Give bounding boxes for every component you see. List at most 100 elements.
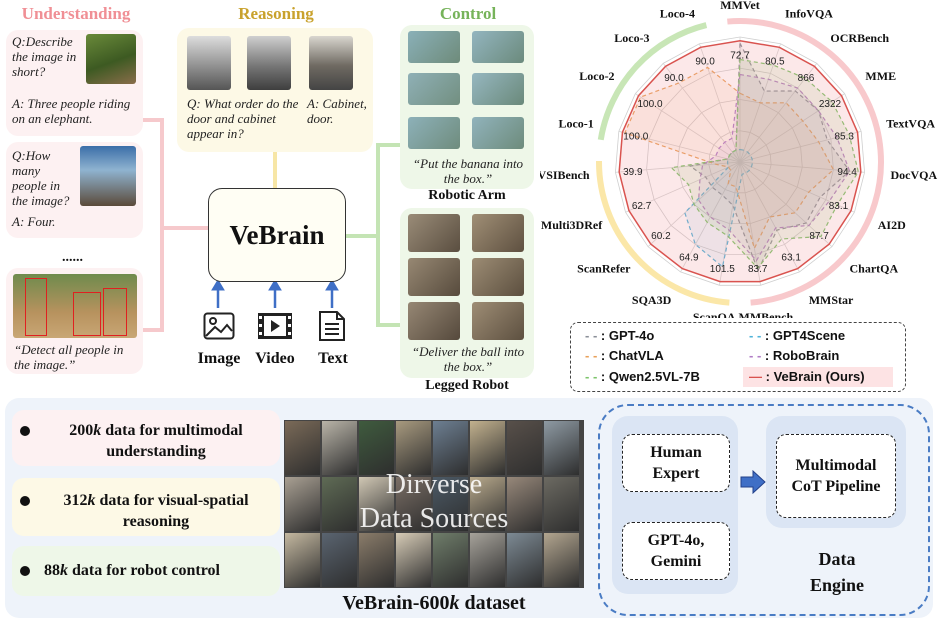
radar-series-baseline-5: [670, 58, 859, 269]
radar-spoke: [739, 130, 862, 163]
legged-frame: [472, 302, 524, 340]
radar-value-label: 90.0: [664, 73, 684, 84]
mosaic-tile: [544, 533, 579, 587]
radar-spoke: [680, 161, 741, 273]
data-engine-frame: [598, 404, 930, 616]
radar-axis-label: Multi3DRef: [541, 218, 603, 232]
legend-marker: - -: [585, 369, 598, 384]
radar-axis-label: VSIBench: [540, 168, 590, 182]
mosaic-tile: [322, 533, 357, 587]
radar-spoke: [739, 63, 818, 163]
radar-value-label: 100.0: [623, 132, 648, 143]
radar-axis-label: InfoVQA: [785, 7, 833, 21]
legend-label: : ChatVLA: [600, 348, 664, 363]
legend-marker: —: [749, 369, 762, 384]
radar-axis-label: AI2D: [878, 218, 906, 232]
radar-value-label: 60.2: [651, 231, 671, 242]
radar-axis-label: Loco-1: [558, 116, 593, 130]
gpt-gemini-box: GPT-4o, Gemini: [622, 522, 730, 580]
data-count: 312: [63, 492, 88, 509]
reasoning-arc: [596, 160, 730, 306]
arm-frame: [472, 117, 524, 149]
radar-axis-label: DocVQA: [890, 168, 937, 182]
caption-pre: VeBrain-600: [342, 592, 450, 614]
baseball-photo: [13, 274, 137, 338]
legend-marker: - -: [749, 328, 762, 343]
legend-item-chatvla: - - : ChatVLA: [585, 348, 664, 363]
radar-value-label: 87.7: [809, 231, 829, 242]
elephant-photo: [86, 34, 136, 84]
radar-grid-ring: [677, 99, 803, 225]
legend-label: : GPT4Scene: [764, 328, 846, 343]
vebrain-box: VeBrain: [208, 188, 346, 282]
legend-highlight: [743, 367, 893, 387]
radar-series-baseline-3: [624, 66, 835, 250]
bullet-text-understanding: 200k data for multimodal understanding: [36, 420, 276, 462]
radar-value-label: 39.9: [623, 167, 643, 178]
engine-label-text: Data Engine: [809, 549, 865, 595]
cot-pipeline-box: Multimodal CoT Pipeline: [776, 434, 896, 518]
detection-box: [73, 292, 101, 336]
mosaic-tile: [507, 421, 542, 475]
radar-value-label: 94.4: [837, 167, 857, 178]
radar-value-label: 62.7: [632, 201, 652, 212]
legend-item-gpt4scene: - - : GPT4Scene: [749, 328, 845, 343]
radar-axis-label: MMStar: [809, 293, 854, 307]
understanding-card-2: Q:How many people in the image? A: Four.: [6, 142, 143, 238]
text-document-icon: [319, 311, 345, 341]
answer-text: A: Three people riding on an elephant.: [12, 96, 131, 126]
mosaic-tile: [322, 477, 357, 531]
radar-chart: 72.7MMVet80.5InfoVQA866OCRBench2322MME85…: [540, 0, 937, 318]
radar-spoke: [635, 93, 741, 163]
overlay-line-1: Dirverse: [385, 469, 483, 500]
arrow-right-icon: [740, 470, 766, 494]
radar-value-label: 80.5: [765, 56, 785, 67]
control-arc: [597, 22, 708, 141]
legend-item-gpt4o: - - : GPT-4o: [585, 328, 654, 343]
bullet-text-control: 88k data for robot control: [36, 560, 284, 581]
legend-label: : GPT-4o: [600, 328, 655, 343]
mosaic-tile: [285, 533, 320, 587]
data-desc-2: reasoning: [122, 513, 190, 530]
radar-axis-label: MMVet: [720, 0, 760, 12]
question-text: Q:Describe the image in short?: [12, 34, 77, 79]
radar-value-label: 63.1: [781, 253, 801, 264]
bullet-dot: [20, 496, 30, 506]
arm-frame: [408, 73, 460, 105]
bullet-dot: [20, 566, 30, 576]
radar-value-label: 866: [798, 73, 815, 84]
legged-robot-card: “Deliver the ball into the box.”: [400, 208, 534, 378]
overlay-line-2: Data Sources: [359, 503, 509, 534]
radar-value-label: 85.3: [834, 132, 854, 143]
mosaic-tile: [470, 421, 505, 475]
room-photo-1: [187, 36, 231, 90]
detection-prompt: “Detect all people in the image.”: [14, 342, 124, 372]
legged-frame: [408, 258, 460, 296]
arm-frame: [408, 117, 460, 149]
radar-spoke: [739, 161, 800, 273]
arm-instruction: “Put the banana into the box.”: [412, 156, 524, 186]
radar-axis-label: Loco-4: [660, 7, 695, 21]
legend-label: : Qwen2.5VL-7B: [600, 369, 700, 384]
mosaic-tile: [544, 477, 579, 531]
mosaic-tile: [396, 533, 431, 587]
data-count: 88: [44, 562, 60, 579]
people-photo: [80, 146, 136, 206]
radar-spoke: [662, 63, 741, 163]
radar-axis-label: TextVQA: [886, 116, 935, 130]
robotic-arm-label: Robotic Arm: [428, 188, 506, 203]
radar-legend: - - : GPT-4o - - : GPT4Scene - - : ChatV…: [570, 322, 906, 392]
radar-axis-label: SQA3D: [632, 293, 672, 307]
radar-axis-label: ChartQA: [850, 261, 899, 275]
human-expert-box: Human Expert: [622, 434, 730, 492]
mosaic-tile: [433, 421, 468, 475]
radar-series-baseline-4: [698, 73, 851, 262]
reasoning-title: Reasoning: [238, 4, 314, 23]
mosaic-tile: [396, 477, 431, 531]
arm-frame: [472, 73, 524, 105]
legged-instruction: “Deliver the ball into the box.”: [411, 344, 525, 374]
reasoning-question: Q: What order do the door and cabinet ap…: [187, 96, 299, 141]
radar-value-label: 64.9: [679, 253, 699, 264]
k-unit: k: [93, 422, 102, 439]
mosaic-tile: [507, 477, 542, 531]
